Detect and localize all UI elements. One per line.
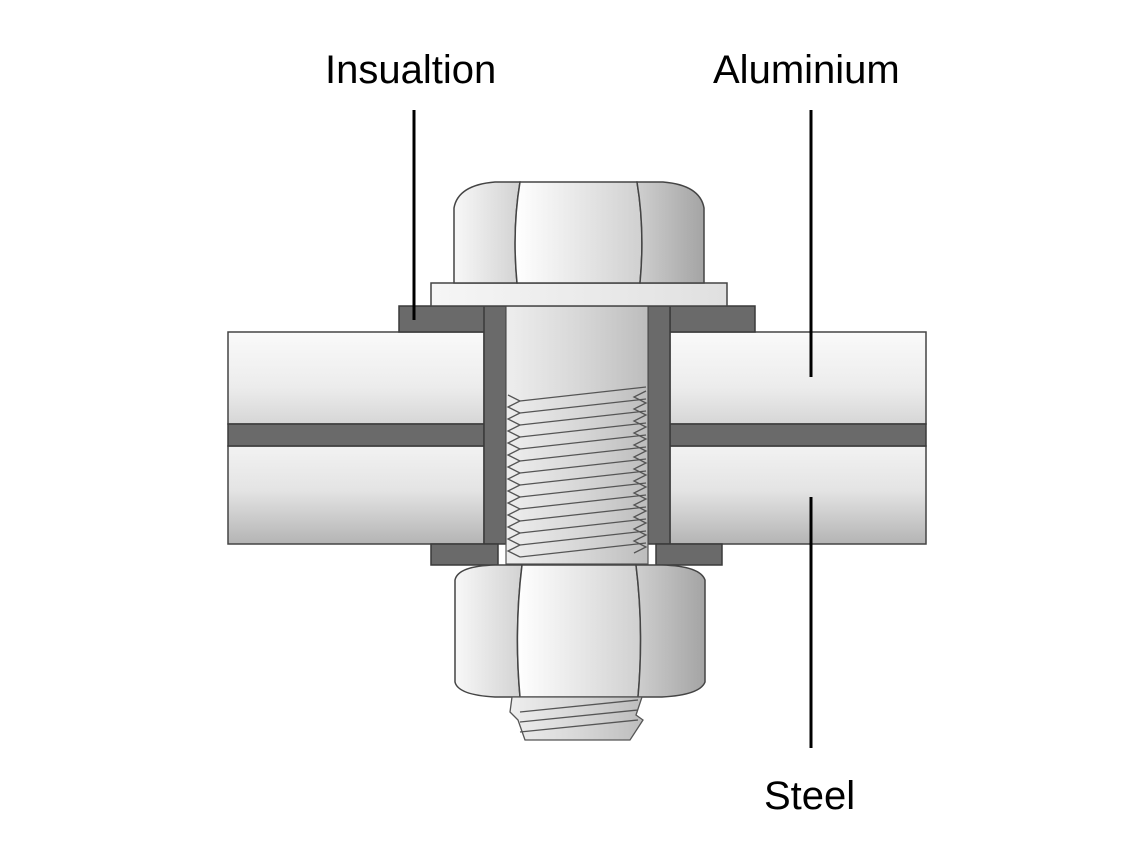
insulation-label: Insualtion <box>325 48 497 92</box>
steel-plate-right <box>669 445 927 545</box>
thread-line <box>519 434 647 450</box>
thread-line <box>519 482 647 498</box>
flat-washer <box>430 282 728 307</box>
hex-nut-right-face <box>635 564 706 698</box>
aluminium-plate-left <box>227 331 485 425</box>
insulation-layers <box>227 305 927 566</box>
bolt-head <box>453 181 705 284</box>
thread-line <box>519 458 647 474</box>
bolt-shank <box>505 305 649 565</box>
insulation-sleeve-left <box>483 305 507 545</box>
thread-line <box>519 518 647 534</box>
bolt-head-left-face <box>453 181 521 284</box>
bolt-tip-body <box>509 696 644 741</box>
insulation-sleeve-right <box>647 305 671 545</box>
thread-line <box>519 470 647 486</box>
insulation-top-washer-right <box>669 305 756 333</box>
tip-thread-line <box>519 719 639 733</box>
thread-line <box>519 494 647 510</box>
thread-line <box>519 422 647 438</box>
bolt-head-right-face <box>636 181 705 284</box>
bolt-tip <box>509 696 644 741</box>
thread-line <box>519 446 647 462</box>
insulation-bottom-washer-right <box>655 543 723 566</box>
steel-plate-left <box>227 445 485 545</box>
aluminium-plate <box>227 331 927 425</box>
thread-line <box>519 386 647 402</box>
hex-nut-middle-face <box>516 564 642 698</box>
thread-line <box>519 542 647 558</box>
leader-lines <box>412 110 813 748</box>
thread-line <box>519 398 647 414</box>
thread-profile-left <box>506 394 522 558</box>
bolt-head-middle-face <box>514 181 643 284</box>
insulation-interlayer-left <box>227 423 485 447</box>
hex-nut <box>454 564 706 698</box>
bolt-threads <box>506 386 648 558</box>
insulation-top-washer-left <box>398 305 486 333</box>
tip-thread-line <box>519 699 639 713</box>
tip-thread-line <box>519 709 639 723</box>
insulation-interlayer-right <box>669 423 927 447</box>
bolt-shank-body <box>505 305 649 565</box>
hex-nut-left-face <box>454 564 523 698</box>
aluminium-plate-right <box>669 331 927 425</box>
thread-line <box>519 506 647 522</box>
steel-label: Steel <box>764 774 856 818</box>
thread-line <box>519 530 647 546</box>
insulation-bottom-washer-left <box>430 543 499 566</box>
thread-line <box>519 410 647 426</box>
aluminium-label: Aluminium <box>713 48 900 92</box>
